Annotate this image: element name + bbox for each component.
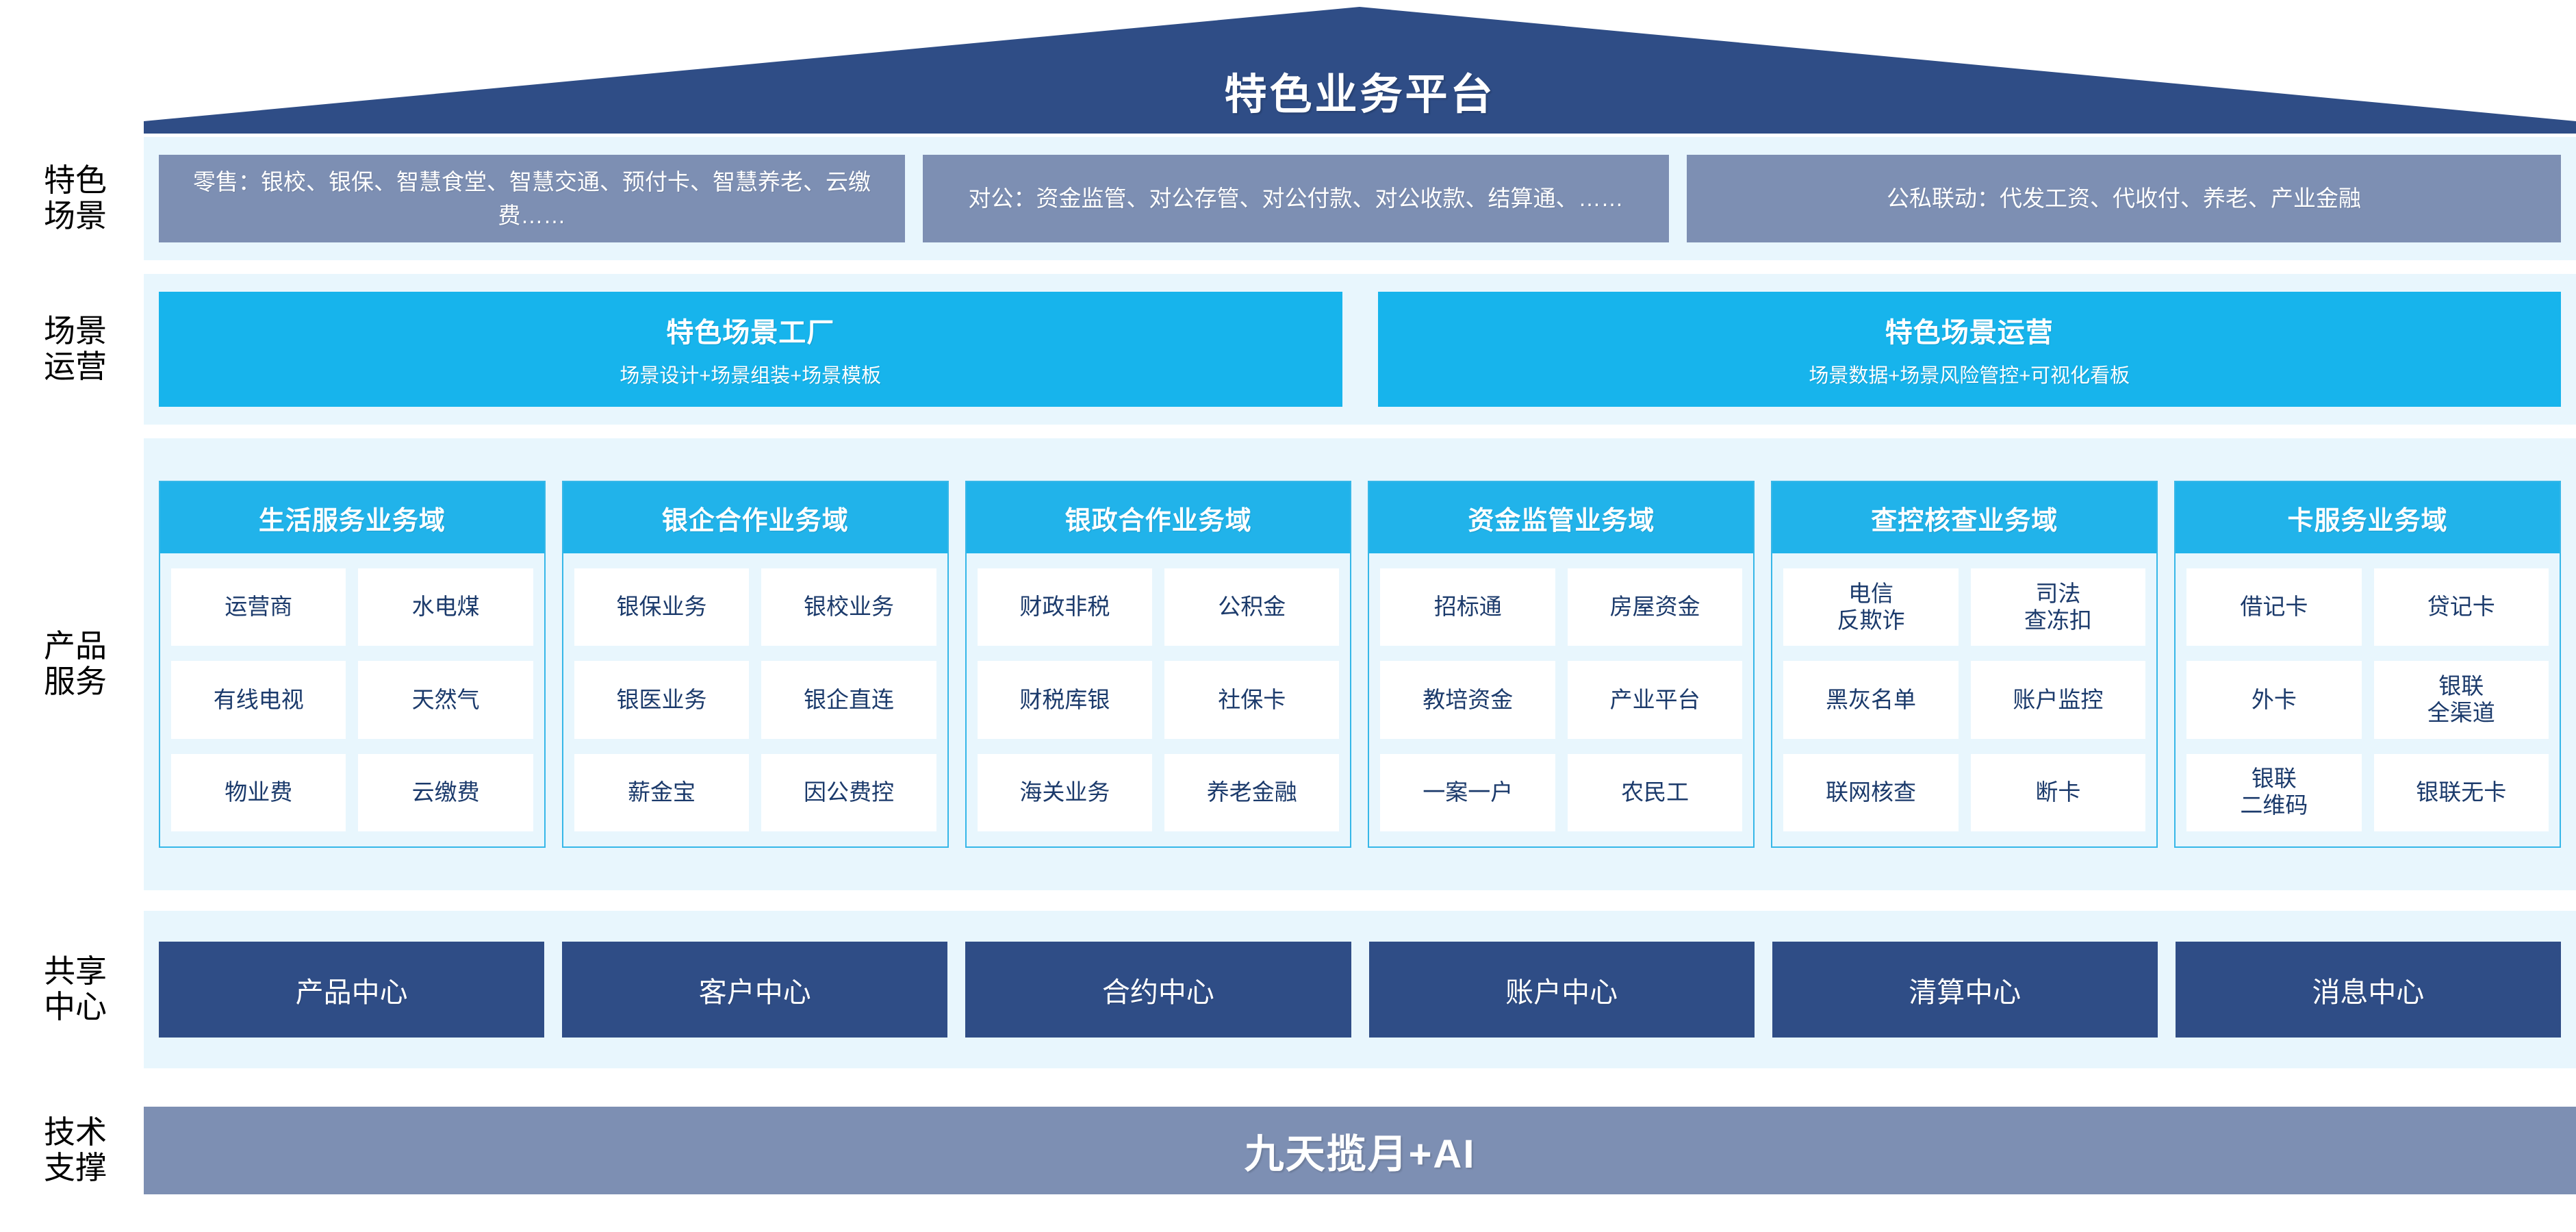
- shared-center-customer[interactable]: 客户中心: [562, 942, 948, 1038]
- domain-card-fund-supervision-title: 资金监管业务域: [1369, 482, 1754, 553]
- domain-item[interactable]: 养老金融: [1164, 753, 1340, 831]
- shared-center-account[interactable]: 账户中心: [1368, 942, 1755, 1038]
- domain-item[interactable]: 运营商: [171, 568, 346, 646]
- domain-item[interactable]: 外卡: [2186, 661, 2362, 739]
- operation-box-scene-factory-sub: 场景设计+场景组装+场景模板: [620, 365, 882, 387]
- operation-box-scene-factory-title: 特色场景工厂: [666, 318, 835, 348]
- domain-item[interactable]: 天然气: [358, 661, 533, 739]
- row-label-shared: 共享 中心: [14, 911, 137, 1068]
- shared-center-message[interactable]: 消息中心: [2175, 942, 2562, 1038]
- domain-item[interactable]: 有线电视: [171, 661, 346, 739]
- domain-card-investigation-title: 查控核查业务域: [1772, 482, 2157, 553]
- domain-item[interactable]: 银保业务: [574, 568, 750, 646]
- domain-item[interactable]: 公积金: [1164, 568, 1340, 646]
- row-label-tech-line1: 技术: [44, 1114, 107, 1151]
- domain-item[interactable]: 贷记卡: [2373, 568, 2549, 646]
- row-label-operation-line2: 运营: [44, 349, 107, 384]
- row-label-product-line1: 产品: [44, 628, 107, 664]
- domain-item[interactable]: 司法 查冻扣: [1970, 568, 2146, 646]
- operation-box-scene-ops-sub: 场景数据+场景风险管控+可视化看板: [1809, 365, 2130, 387]
- domain-item[interactable]: 电信 反欺诈: [1783, 568, 1959, 646]
- operation-box-scene-factory[interactable]: 特色场景工厂 场景设计+场景组装+场景模板: [159, 292, 1342, 407]
- domain-card-bank-enterprise-title: 银企合作业务域: [563, 482, 947, 553]
- operation-box-scene-ops[interactable]: 特色场景运营 场景数据+场景风险管控+可视化看板: [1377, 292, 2561, 407]
- band-shared: 产品中心 客户中心 合约中心 账户中心 清算中心 消息中心: [144, 911, 2576, 1068]
- domain-card-bank-government-grid: 财政非税 公积金 财税库银 社保卡 海关业务 养老金融: [967, 553, 1351, 846]
- domain-card-bank-enterprise[interactable]: 银企合作业务域 银保业务 银校业务 银医业务 银企直连 薪金宝 因公费控: [561, 481, 949, 848]
- domain-card-life-service-title: 生活服务业务域: [160, 482, 544, 553]
- domain-item[interactable]: 断卡: [1970, 753, 2146, 831]
- domain-item[interactable]: 银联 全渠道: [2373, 661, 2549, 739]
- scene-box-retail-label: 零售：银校、银保、智慧食堂、智慧交通、预付卡、智慧养老、云缴费……: [193, 168, 871, 229]
- scene-box-corporate[interactable]: 对公：资金监管、对公存管、对公付款、对公收款、结算通、……: [923, 155, 1669, 242]
- domain-item[interactable]: 房屋资金: [1567, 568, 1743, 646]
- domain-card-bank-government-title: 银政合作业务域: [966, 482, 1351, 553]
- domain-item[interactable]: 产业平台: [1567, 661, 1743, 739]
- domain-item[interactable]: 水电煤: [358, 568, 533, 646]
- domain-item[interactable]: 招标通: [1380, 568, 1555, 646]
- scene-box-retail[interactable]: 零售：银校、银保、智慧食堂、智慧交通、预付卡、智慧养老、云缴费……: [159, 155, 905, 242]
- domain-item[interactable]: 银校业务: [761, 568, 936, 646]
- domain-item[interactable]: 因公费控: [761, 753, 936, 831]
- roof-shape: [144, 7, 2576, 134]
- scene-box-linkage-label: 公私联动：代发工资、代收付、养老、产业金融: [1887, 186, 2361, 212]
- domain-item[interactable]: 教培资金: [1380, 661, 1555, 739]
- row-label-tech: 技术 支撑: [14, 1096, 137, 1205]
- domain-item[interactable]: 一案一户: [1380, 753, 1555, 831]
- row-label-product: 产品 服务: [14, 438, 137, 890]
- domain-item[interactable]: 银企直连: [761, 661, 936, 739]
- row-label-product-line2: 服务: [44, 664, 107, 699]
- domain-card-card-service-grid: 借记卡 贷记卡 外卡 银联 全渠道 银联 二维码 银联无卡: [2176, 553, 2560, 846]
- row-label-operation-line1: 场景: [44, 313, 107, 349]
- scene-box-corporate-label: 对公：资金监管、对公存管、对公付款、对公收款、结算通、……: [968, 186, 1624, 212]
- domain-item[interactable]: 银医业务: [574, 661, 750, 739]
- domain-item[interactable]: 海关业务: [977, 753, 1153, 831]
- domain-item[interactable]: 银联无卡: [2373, 753, 2549, 831]
- domain-card-life-service[interactable]: 生活服务业务域 运营商 水电煤 有线电视 天然气 物业费 云缴费: [159, 481, 546, 848]
- domain-card-investigation-grid: 电信 反欺诈 司法 查冻扣 黑灰名单 账户监控 联网核查 断卡: [1772, 553, 2156, 846]
- shared-center-settlement[interactable]: 清算中心: [1772, 942, 2158, 1038]
- domain-item[interactable]: 银联 二维码: [2186, 753, 2362, 831]
- domain-item[interactable]: 财税库银: [977, 661, 1153, 739]
- domain-item[interactable]: 账户监控: [1970, 661, 2146, 739]
- domain-card-life-service-grid: 运营商 水电煤 有线电视 天然气 物业费 云缴费: [160, 553, 544, 846]
- shared-center-contract[interactable]: 合约中心: [965, 942, 1351, 1038]
- domain-card-fund-supervision[interactable]: 资金监管业务域 招标通 房屋资金 教培资金 产业平台 一案一户 农民工: [1368, 481, 1755, 848]
- scene-box-linkage[interactable]: 公私联动：代发工资、代收付、养老、产业金融: [1687, 155, 2561, 242]
- row-label-tech-line2: 支撑: [44, 1150, 107, 1185]
- row-label-operation: 场景 运营: [14, 274, 137, 425]
- domain-card-fund-supervision-grid: 招标通 房屋资金 教培资金 产业平台 一案一户 农民工: [1369, 553, 1753, 846]
- platform-roof: 特色业务平台: [144, 7, 2576, 134]
- tech-support-bar[interactable]: 九天揽月+AI: [144, 1107, 2576, 1194]
- domain-item[interactable]: 社保卡: [1164, 661, 1340, 739]
- domain-card-bank-government[interactable]: 银政合作业务域 财政非税 公积金 财税库银 社保卡 海关业务 养老金融: [965, 481, 1352, 848]
- domain-item[interactable]: 借记卡: [2186, 568, 2362, 646]
- row-label-shared-line2: 中心: [44, 989, 107, 1024]
- band-scene: 零售：银校、银保、智慧食堂、智慧交通、预付卡、智慧养老、云缴费…… 对公：资金监…: [144, 137, 2576, 260]
- domain-item[interactable]: 黑灰名单: [1783, 661, 1959, 739]
- band-operation: 特色场景工厂 场景设计+场景组装+场景模板 特色场景运营 场景数据+场景风险管控…: [144, 274, 2576, 425]
- row-label-scene: 特色 场景: [14, 137, 137, 260]
- domain-card-bank-enterprise-grid: 银保业务 银校业务 银医业务 银企直连 薪金宝 因公费控: [563, 553, 947, 846]
- shared-center-product[interactable]: 产品中心: [159, 942, 545, 1038]
- domain-item[interactable]: 云缴费: [358, 753, 533, 831]
- domain-item[interactable]: 财政非税: [977, 568, 1153, 646]
- band-product: 生活服务业务域 运营商 水电煤 有线电视 天然气 物业费 云缴费 银企合作业务域…: [144, 438, 2576, 890]
- operation-box-scene-ops-title: 特色场景运营: [1885, 318, 2054, 348]
- row-label-shared-line1: 共享: [44, 953, 107, 990]
- row-label-scene-line1: 特色: [44, 162, 107, 199]
- domain-item[interactable]: 联网核查: [1783, 753, 1959, 831]
- domain-card-card-service-title: 卡服务业务域: [2176, 482, 2560, 553]
- row-label-scene-line2: 场景: [44, 198, 107, 234]
- domain-card-card-service[interactable]: 卡服务业务域 借记卡 贷记卡 外卡 银联 全渠道 银联 二维码 银联无卡: [2174, 481, 2561, 848]
- domain-item[interactable]: 薪金宝: [574, 753, 750, 831]
- domain-item[interactable]: 物业费: [171, 753, 346, 831]
- page-title: 特色业务平台: [1224, 71, 1496, 118]
- domain-item[interactable]: 农民工: [1567, 753, 1743, 831]
- domain-card-investigation[interactable]: 查控核查业务域 电信 反欺诈 司法 查冻扣 黑灰名单 账户监控 联网核查 断卡: [1771, 481, 2158, 848]
